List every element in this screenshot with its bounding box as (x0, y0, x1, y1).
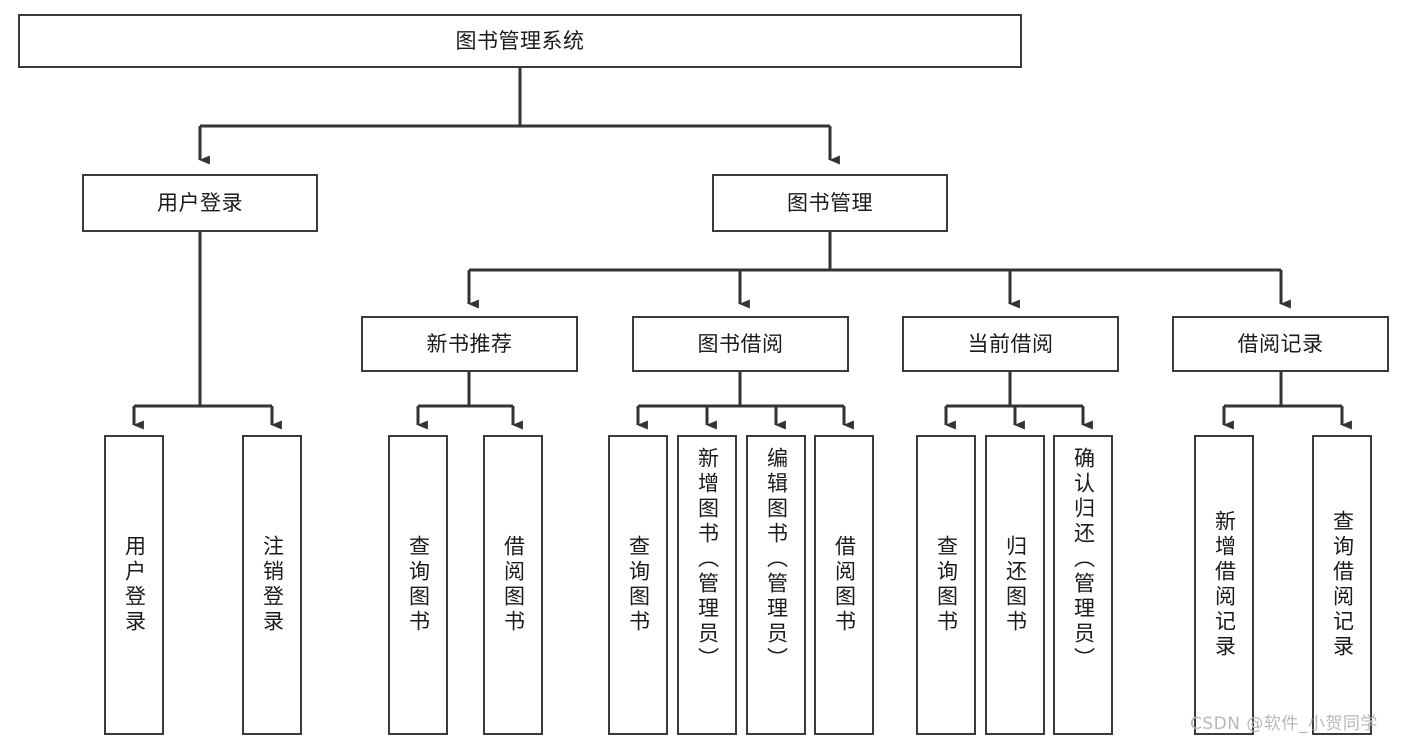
leaf-user-login[interactable]: 用户登录 (104, 435, 164, 735)
leaf-borrow-book-recommend[interactable]: 借阅图书 (483, 435, 543, 735)
leaf-add-book-admin-label: 新增图书（管理员） (695, 447, 720, 672)
leaf-add-borrow-record[interactable]: 新增借阅记录 (1194, 435, 1254, 735)
node-new-book-recommend-label: 新书推荐 (426, 331, 513, 356)
node-new-book-recommend[interactable]: 新书推荐 (361, 316, 578, 372)
leaf-add-book-admin[interactable]: 新增图书（管理员） (677, 435, 737, 735)
node-borrow-record[interactable]: 借阅记录 (1172, 316, 1389, 372)
node-book-management-label: 图书管理 (787, 190, 873, 215)
leaf-edit-book-admin-label: 编辑图书（管理员） (764, 447, 789, 672)
node-root[interactable]: 图书管理系统 (18, 14, 1022, 68)
node-current-borrow[interactable]: 当前借阅 (902, 316, 1119, 372)
edge-userlogin-to-leaves (132, 232, 282, 430)
leaf-return-book-label: 归还图书 (1003, 535, 1028, 635)
edge-borrow-to-leaves (636, 372, 854, 430)
leaf-edit-book-admin[interactable]: 编辑图书（管理员） (746, 435, 806, 735)
node-user-login[interactable]: 用户登录 (82, 174, 318, 232)
leaf-query-book-borrow-label: 查询图书 (626, 535, 651, 635)
node-root-label: 图书管理系统 (455, 28, 585, 53)
edge-root-to-level2 (198, 68, 840, 165)
node-book-borrow[interactable]: 图书借阅 (632, 316, 849, 372)
leaf-query-book-recommend[interactable]: 查询图书 (388, 435, 448, 735)
leaf-confirm-return-admin-label: 确认归还（管理员） (1071, 447, 1096, 672)
leaf-borrow-book-recommend-label: 借阅图书 (501, 535, 526, 635)
edge-record-to-leaves (1222, 372, 1352, 430)
leaf-add-borrow-record-label: 新增借阅记录 (1212, 510, 1237, 660)
leaf-confirm-return-admin[interactable]: 确认归还（管理员） (1053, 435, 1113, 735)
leaf-logout-label: 注销登录 (260, 535, 285, 635)
csdn-watermark: CSDN @软件_小贺同学 (1190, 714, 1378, 734)
edge-newbook-to-leaves (416, 372, 523, 430)
node-book-management[interactable]: 图书管理 (712, 174, 948, 232)
node-book-borrow-label: 图书借阅 (697, 331, 784, 356)
leaf-borrow-book[interactable]: 借阅图书 (814, 435, 874, 735)
leaf-logout[interactable]: 注销登录 (242, 435, 302, 735)
leaf-user-login-label: 用户登录 (122, 535, 147, 635)
node-user-login-label: 用户登录 (157, 190, 243, 215)
leaf-query-book-recommend-label: 查询图书 (406, 535, 431, 635)
leaf-borrow-book-label: 借阅图书 (832, 535, 857, 635)
leaf-query-book-borrow[interactable]: 查询图书 (608, 435, 668, 735)
node-borrow-record-label: 借阅记录 (1237, 331, 1324, 356)
leaf-query-borrow-record-label: 查询借阅记录 (1330, 510, 1355, 660)
edge-current-to-leaves (944, 372, 1093, 430)
leaf-query-borrow-record[interactable]: 查询借阅记录 (1312, 435, 1372, 735)
node-current-borrow-label: 当前借阅 (967, 331, 1054, 356)
edge-bookmgmt-to-level3 (467, 232, 1291, 309)
leaf-return-book[interactable]: 归还图书 (985, 435, 1045, 735)
leaf-query-book-current-label: 查询图书 (934, 535, 959, 635)
leaf-query-book-current[interactable]: 查询图书 (916, 435, 976, 735)
